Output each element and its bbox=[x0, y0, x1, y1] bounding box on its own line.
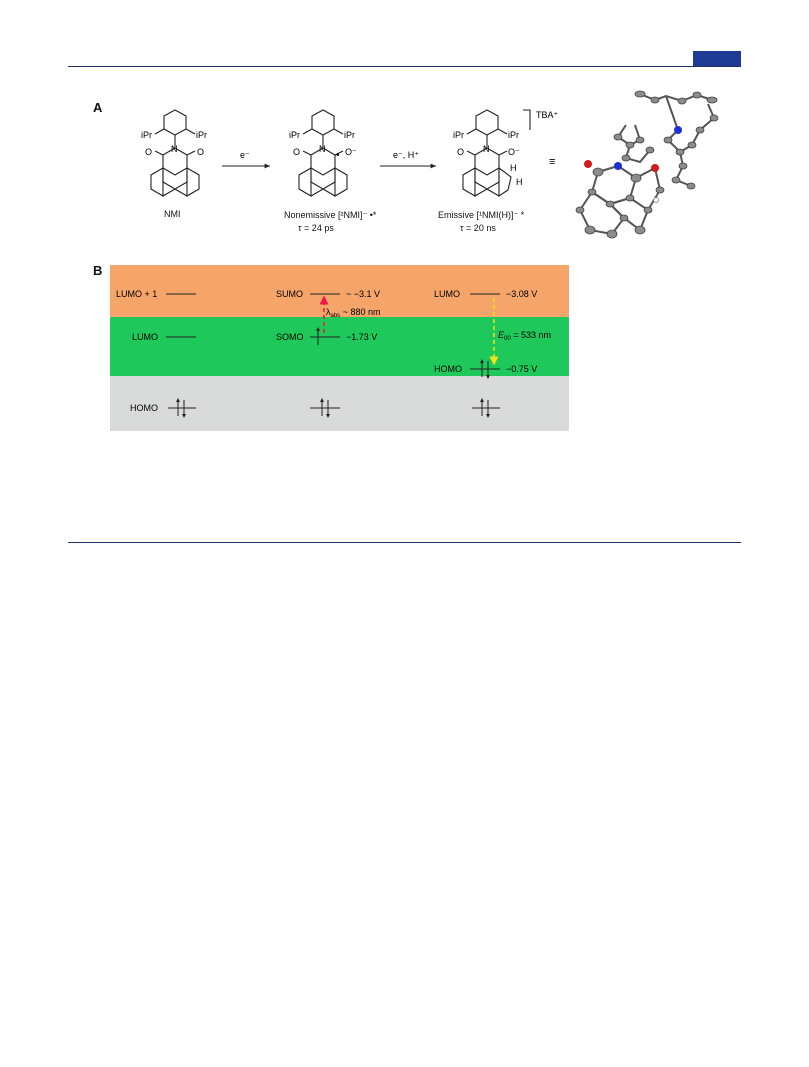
emission-e: E bbox=[498, 330, 505, 340]
nmi-caption: NMI bbox=[164, 209, 181, 219]
emissive-o-left: O bbox=[457, 147, 464, 157]
reaction-scheme: iPr iPr O N O e⁻ iPr iPr O N • O⁻ e⁻, H⁺ bbox=[141, 90, 719, 239]
nonemissive-structure bbox=[298, 109, 348, 197]
emissive-o-minus: O⁻ bbox=[508, 147, 520, 157]
step2-reagent: e⁻, H⁺ bbox=[393, 150, 419, 160]
nmi-structure bbox=[150, 109, 200, 197]
panel-b-label: B bbox=[93, 263, 103, 278]
energy-band-green bbox=[110, 317, 569, 376]
step1-reagent: e⁻ bbox=[240, 150, 250, 160]
counterion: TBA⁺ bbox=[536, 110, 559, 120]
nonemissive-o-minus: O⁻ bbox=[345, 147, 357, 157]
emissive-h-top: H bbox=[510, 163, 517, 173]
emissive-ipr-left: iPr bbox=[453, 130, 464, 140]
nmi-ipr-left: iPr bbox=[141, 130, 152, 140]
col3-homo-label: HOMO bbox=[434, 364, 462, 374]
panel-a-label: A bbox=[93, 100, 103, 115]
absorption-lambda: λ bbox=[326, 307, 331, 317]
nmi-n: N bbox=[171, 144, 178, 154]
emissive-lifetime: τ = 20 ns bbox=[460, 223, 496, 233]
energy-band-gray bbox=[110, 376, 569, 431]
nonemissive-caption: Nonemissive [²NMI]⁻ •* bbox=[284, 210, 377, 220]
nonemissive-ipr-left: iPr bbox=[289, 130, 300, 140]
emission-sub: 00 bbox=[504, 336, 511, 342]
header-tab bbox=[693, 51, 741, 66]
col3-lumo-energy: −3.08 V bbox=[506, 289, 537, 299]
emission-value: = 533 nm bbox=[511, 330, 551, 340]
emissive-h-bottom: H bbox=[516, 177, 523, 187]
absorption-sub: abs bbox=[331, 313, 341, 319]
nonemissive-n: N bbox=[319, 144, 326, 154]
col1-lumo-plus-1-label: LUMO + 1 bbox=[116, 289, 157, 299]
energy-diagram: LUMO + 1 LUMO HOMO SUMO ~ −3.1 V λabs ~ … bbox=[116, 289, 551, 418]
col2-somo-label: SOMO bbox=[276, 332, 304, 342]
emissive-n: N bbox=[483, 144, 490, 154]
col1-lumo-label: LUMO bbox=[132, 332, 158, 342]
nmi-o-left: O bbox=[145, 147, 152, 157]
crystal-structure-image bbox=[575, 90, 719, 239]
col3-homo-energy: −0.75 V bbox=[506, 364, 537, 374]
col2-sumo-label: SUMO bbox=[276, 289, 303, 299]
col3-lumo-label: LUMO bbox=[434, 289, 460, 299]
nmi-o-right: O bbox=[197, 147, 204, 157]
emission-label: E00 = 533 nm bbox=[498, 330, 551, 342]
absorption-value: ~ 880 nm bbox=[340, 307, 380, 317]
nonemissive-ipr-right: iPr bbox=[344, 130, 355, 140]
nonemissive-o-left: O bbox=[293, 147, 300, 157]
emissive-ipr-right: iPr bbox=[508, 130, 519, 140]
nonemissive-radical-dot: • bbox=[336, 150, 340, 161]
nonemissive-lifetime: τ = 24 ps bbox=[298, 223, 334, 233]
col2-somo-energy: −1.73 V bbox=[346, 332, 377, 342]
footer-rule bbox=[68, 542, 741, 543]
nmi-ipr-right: iPr bbox=[196, 130, 207, 140]
col2-sumo-energy: ~ −3.1 V bbox=[346, 289, 380, 299]
header-rule bbox=[68, 66, 741, 67]
energy-band-orange bbox=[110, 265, 569, 317]
equivalence-symbol: ≡ bbox=[549, 156, 555, 168]
absorption-label: λabs ~ 880 nm bbox=[326, 307, 380, 319]
col1-homo-label: HOMO bbox=[130, 403, 158, 413]
emissive-structure bbox=[462, 109, 531, 198]
emissive-caption: Emissive [¹NMI(H)]⁻ * bbox=[438, 210, 525, 220]
